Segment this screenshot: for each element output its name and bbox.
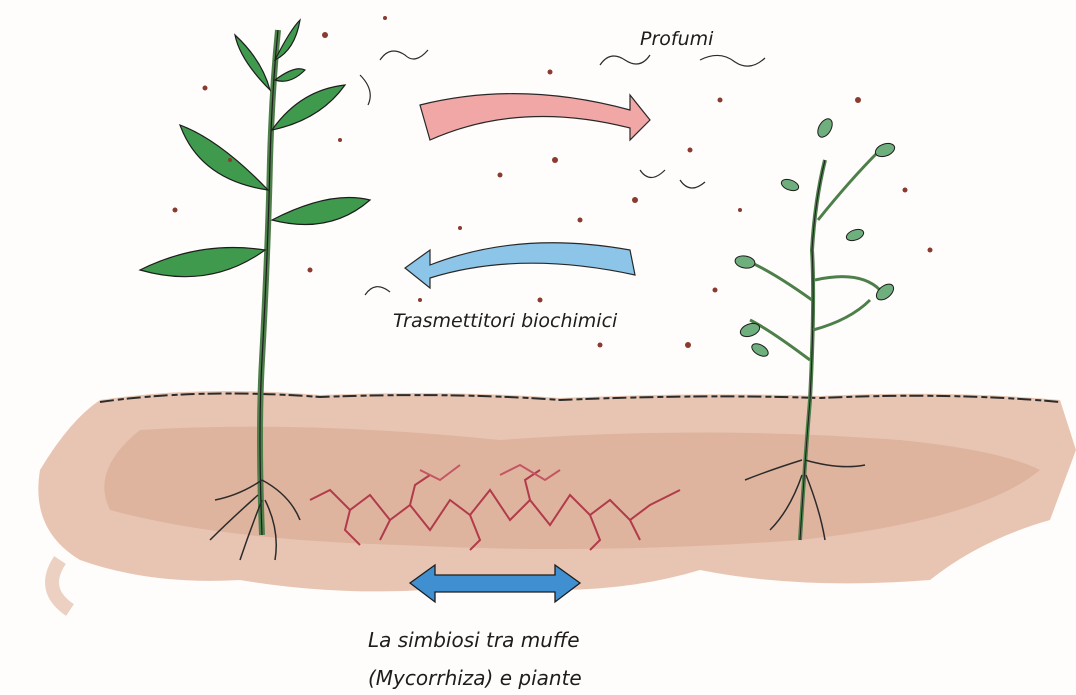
label-biochemical-transmitters: Trasmettitori biochimici	[393, 310, 617, 332]
label-symbiosis-line1: La simbiosi tra muffe	[368, 628, 580, 652]
arrow-right-icon	[420, 94, 650, 140]
label-scents: Profumi	[640, 28, 713, 50]
arrow-left-icon	[405, 243, 635, 288]
label-symbiosis-line2: (Mycorrhiza) e piante	[368, 666, 582, 690]
